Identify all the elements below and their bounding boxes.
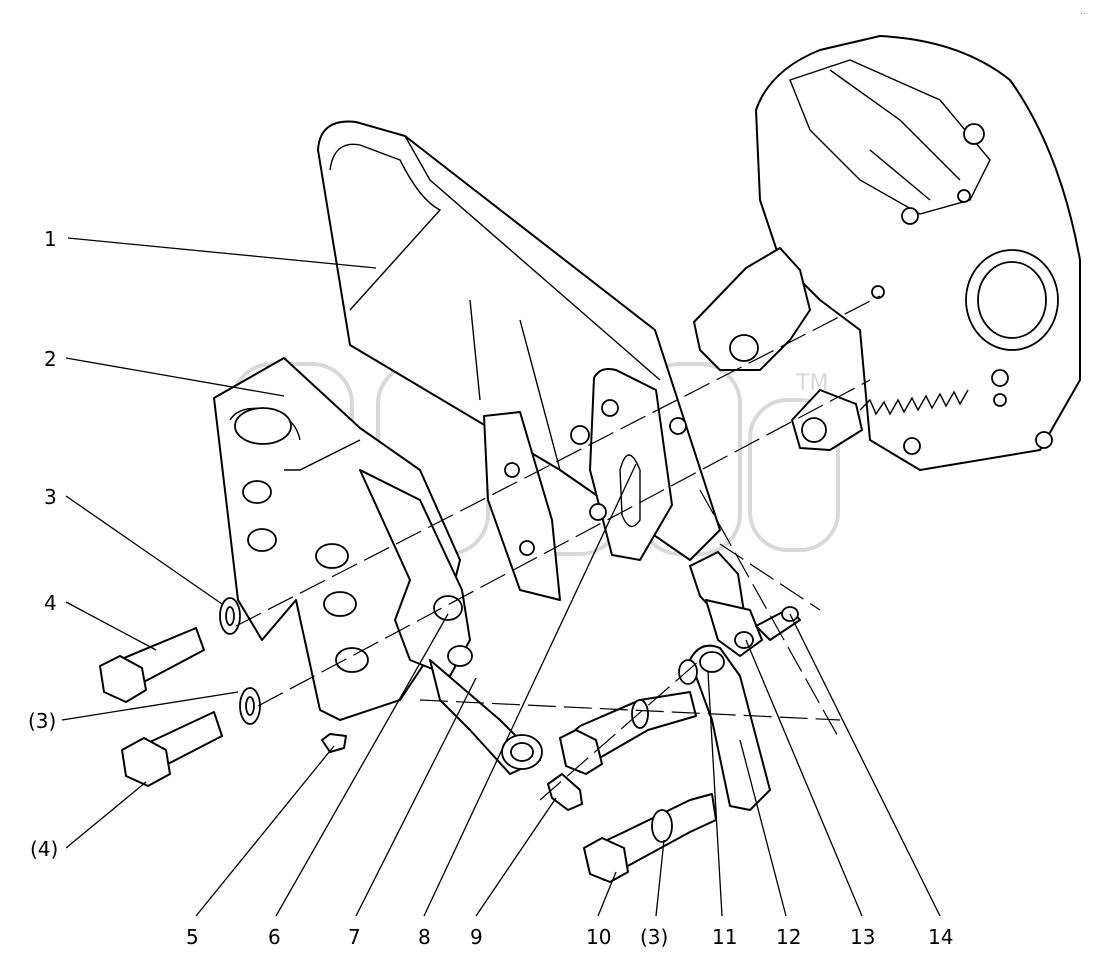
part-10-bolt-lower [583, 793, 717, 883]
part-5-screw [321, 733, 347, 753]
callout-10: 10 [586, 925, 611, 949]
callout-3-repeat: (3) [28, 709, 56, 733]
part-4-bolt-lower [121, 711, 223, 787]
part-11-12-links [689, 551, 771, 811]
part-4-bolt-upper [99, 627, 205, 703]
spacer-plate [483, 411, 561, 601]
callout-3-second-repeat: (3) [640, 925, 668, 949]
callout-3: 3 [44, 485, 57, 509]
callout-11: 11 [712, 925, 737, 949]
callout-1: 1 [44, 227, 57, 251]
callout-8: 8 [418, 925, 431, 949]
callout-5: 5 [186, 925, 199, 949]
callout-4-repeat: (4) [30, 837, 58, 861]
part-14-pin [755, 606, 801, 641]
pedal-pad-block [755, 35, 1081, 471]
leader-lines [61, 237, 941, 917]
part-9-grease-fitting [547, 773, 583, 811]
part-8-slotted-plate [589, 368, 673, 561]
clevis-fork [693, 247, 863, 451]
part-3-washer-lower [239, 687, 261, 725]
callout-13: 13 [850, 925, 875, 949]
callout-7: 7 [348, 925, 361, 949]
callout-6: 6 [268, 925, 281, 949]
callout-4: 4 [44, 591, 57, 615]
callout-2: 2 [44, 347, 57, 371]
callout-12: 12 [776, 925, 801, 949]
part-3-washer-upper [219, 597, 241, 635]
callout-9: 9 [470, 925, 483, 949]
callout-labels: 1 2 3 4 (3) (4) 5 6 7 8 9 10 (3) 11 12 1… [28, 227, 953, 949]
center-axes [235, 295, 881, 801]
part-13-washer [678, 659, 698, 685]
corner-mark: ... [1080, 7, 1089, 17]
part-10-bolt-upper [559, 691, 697, 775]
callout-14: 14 [928, 925, 953, 949]
